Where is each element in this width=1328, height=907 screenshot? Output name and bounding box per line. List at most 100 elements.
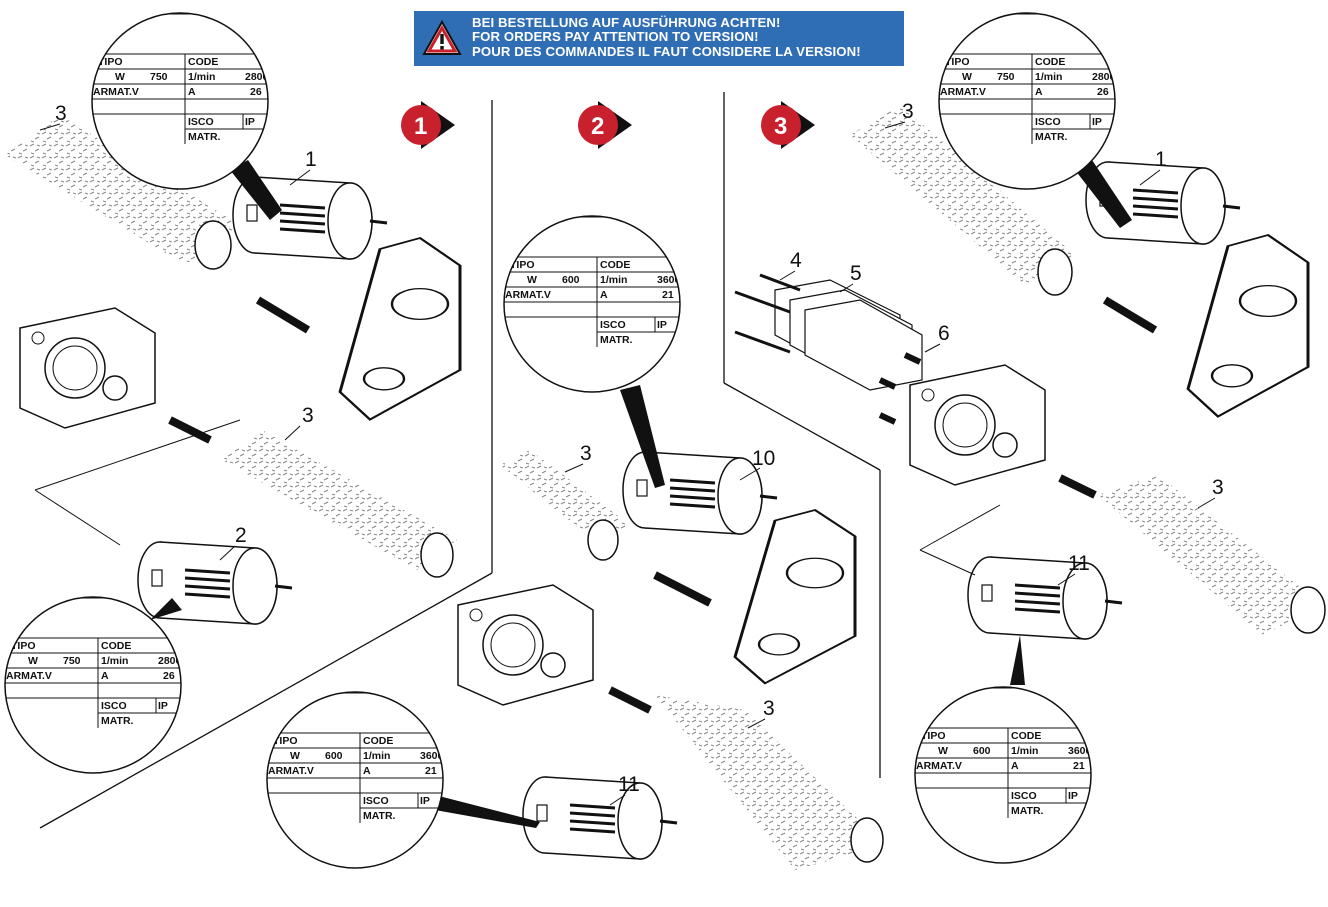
nameplate-a-label: A	[1035, 86, 1043, 98]
nameplate-code-label: CODE	[1011, 730, 1041, 742]
nameplate-amps-value: 21	[662, 289, 674, 301]
nameplate-matr-label: MATR.	[101, 715, 134, 727]
part-label: 1	[1155, 148, 1167, 171]
part-label: 10	[752, 447, 775, 470]
nameplate-rpm-value: 2800	[158, 655, 182, 667]
brush-roller	[1098, 475, 1326, 635]
nameplate-armat-label: ARMAT.V	[93, 86, 139, 98]
housing	[19, 307, 156, 429]
nameplate-tipo-label: TIPO	[11, 640, 36, 652]
nameplate-tipo-label: TIPO	[273, 735, 298, 747]
brush-roller	[850, 105, 1075, 296]
nameplate-a-label: A	[101, 670, 109, 682]
brush-roller	[500, 450, 630, 561]
version-badge-2: 2	[578, 101, 632, 149]
warning-banner: BEI BESTELLUNG AUF AUSFÜHRUNG ACHTEN! FO…	[414, 11, 904, 66]
banner-line-fr: POUR DES COMMANDES IL FAUT CONSIDERE LA …	[472, 43, 861, 59]
brush-roller	[222, 430, 457, 578]
version-number: 3	[774, 113, 787, 140]
nameplate-amps-value: 26	[163, 670, 175, 682]
part-label: 3	[302, 404, 314, 427]
nameplate-ip-label: IP	[657, 319, 667, 331]
nameplate-watts-value: 750	[997, 71, 1015, 83]
nameplate-armat-label: ARMAT.V	[505, 289, 551, 301]
nameplate-amps-value: 21	[425, 765, 437, 777]
nameplate-watts-value: 750	[150, 71, 168, 83]
nameplate-rpm-label: 1/min	[1035, 71, 1062, 83]
brush-roller	[655, 695, 885, 870]
nameplate-matr-label: MATR.	[600, 334, 633, 346]
nameplate-isco-label: ISCO	[1011, 790, 1037, 802]
nameplate-matr-label: MATR.	[1035, 131, 1068, 143]
nameplate-code-label: CODE	[188, 56, 218, 68]
nameplate-amps-value: 21	[1073, 760, 1085, 772]
nameplate-a-label: A	[600, 289, 608, 301]
nameplate-w-label: W	[527, 274, 537, 286]
nameplate-w-label: W	[115, 71, 125, 83]
nameplate-isco-label: ISCO	[1035, 116, 1061, 128]
nameplate-ip-label: IP	[245, 116, 255, 128]
banner-line-de: BEI BESTELLUNG AUF AUSFÜHRUNG ACHTEN!	[472, 15, 781, 30]
version-number: 1	[414, 113, 427, 140]
nameplate-rpm-label: 1/min	[101, 655, 128, 667]
nameplate-rpm-label: 1/min	[1011, 745, 1038, 757]
nameplate-rpm-value: 3600	[420, 750, 444, 762]
dowel-pins	[878, 352, 922, 425]
nameplate-rpm-label: 1/min	[600, 274, 627, 286]
nameplate-matr-label: MATR.	[188, 131, 221, 143]
bracket	[733, 508, 857, 685]
spacer-plates	[774, 279, 923, 391]
part-label: 4	[790, 249, 802, 272]
nameplate-watts-value: 600	[325, 750, 343, 762]
part-label: 1	[305, 148, 317, 171]
nameplate-ip-label: IP	[1092, 116, 1102, 128]
nameplate-pointers	[150, 160, 1132, 828]
housing	[457, 584, 594, 706]
bracket	[1186, 233, 1310, 418]
nameplate-matr-label: MATR.	[1011, 805, 1044, 817]
part-label: 3	[763, 697, 775, 720]
shaft-coupling	[168, 296, 311, 444]
motor	[966, 555, 1124, 641]
part-label: 3	[902, 100, 914, 123]
nameplate-ip-label: IP	[1068, 790, 1078, 802]
nameplate-armat-label: ARMAT.V	[6, 670, 52, 682]
bracket	[338, 236, 462, 421]
nameplate-armat-label: ARMAT.V	[268, 765, 314, 777]
nameplate-armat-label: ARMAT.V	[916, 760, 962, 772]
part-label: 11	[1068, 552, 1090, 575]
section-dividers	[39, 92, 881, 829]
nameplate-isco-label: ISCO	[188, 116, 214, 128]
part-label: 11	[618, 773, 640, 796]
nameplate-code-label: CODE	[101, 640, 131, 652]
nameplate-rpm-value: 2800	[245, 71, 269, 83]
brush-roller	[5, 115, 240, 270]
part-label: 2	[235, 524, 247, 547]
motor	[521, 775, 679, 861]
part-label: 3	[55, 102, 67, 125]
nameplate-armat-label: ARMAT.V	[940, 86, 986, 98]
nameplate-w-label: W	[290, 750, 300, 762]
nameplate-tipo-label: TIPO	[921, 730, 946, 742]
version-badge-1: 1	[401, 101, 455, 149]
nameplate-amps-value: 26	[250, 86, 262, 98]
nameplate-code-label: CODE	[1035, 56, 1065, 68]
nameplate-tipo-label: TIPO	[945, 56, 970, 68]
banner-line-en: FOR ORDERS PAY ATTENTION TO VERSION!	[472, 29, 759, 45]
nameplate-rpm-value: 2800	[1092, 71, 1116, 83]
nameplate-a-label: A	[1011, 760, 1019, 772]
nameplate-tipo-label: TIPO	[510, 259, 535, 271]
nameplate-w-label: W	[28, 655, 38, 667]
nameplate-isco-label: ISCO	[600, 319, 626, 331]
nameplate-ip-label: IP	[420, 795, 430, 807]
nameplate-ip-label: IP	[158, 700, 168, 712]
warning-triangle-icon	[422, 20, 462, 55]
nameplate-code-label: CODE	[363, 735, 393, 747]
nameplate-rpm-value: 3600	[657, 274, 681, 286]
nameplate-watts-value: 750	[63, 655, 81, 667]
